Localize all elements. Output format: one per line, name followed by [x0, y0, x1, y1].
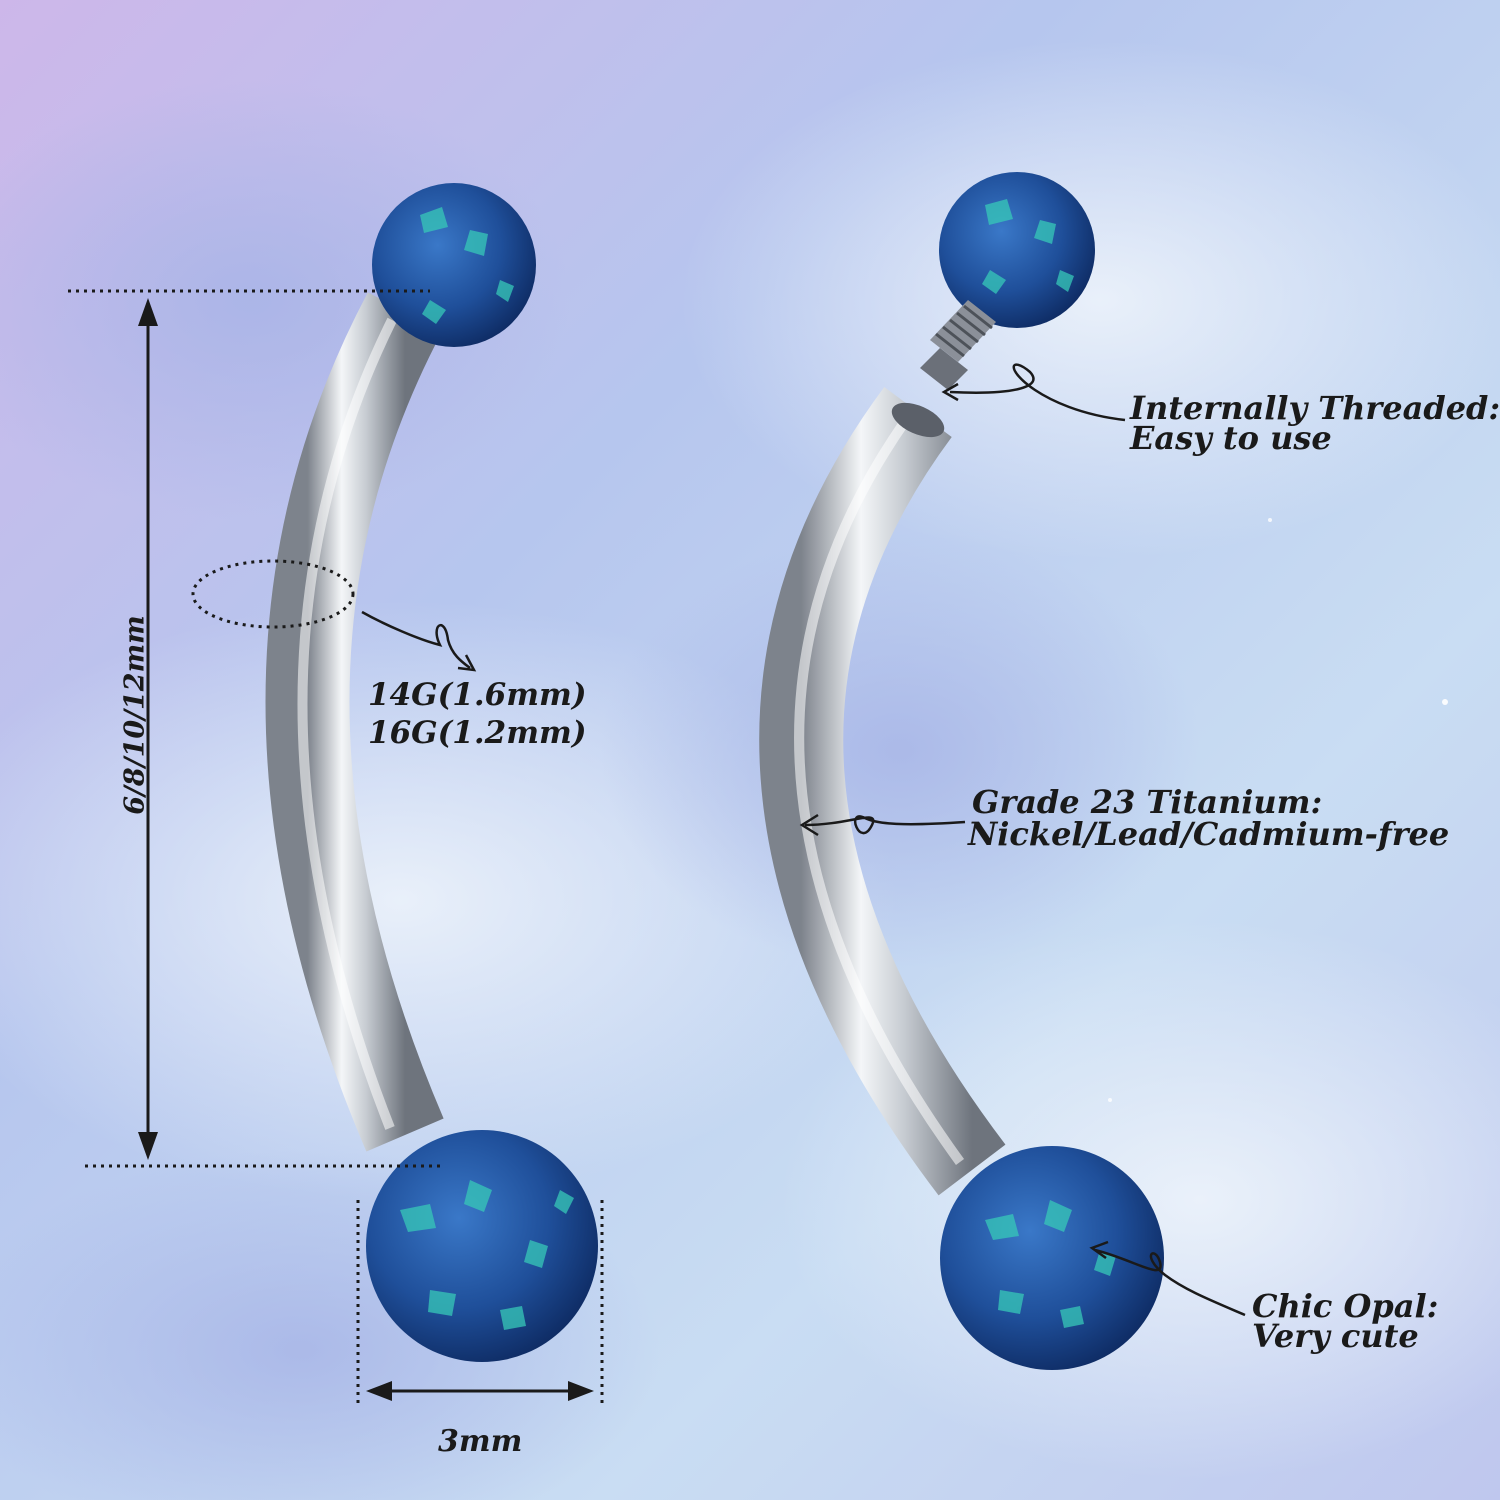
gauge-label-16g: 16G(1.2mm) — [368, 715, 587, 751]
thread-callout-title: Internally Threaded: — [1130, 389, 1500, 427]
thread-callout-sub: Easy to use — [1130, 419, 1332, 457]
callout-arrows — [361, 363, 1246, 1317]
left-barbell — [265, 183, 598, 1362]
opal-callout-title: Chic Opal: — [1252, 1287, 1439, 1325]
right-barbell — [759, 172, 1164, 1370]
opal-ball-bottom-right — [940, 1146, 1164, 1370]
thread-screw — [920, 300, 996, 390]
opal-ball-top-left — [372, 183, 536, 347]
length-label: 6/8/10/12mm — [119, 615, 151, 815]
material-callout-title: Grade 23 Titanium: — [972, 783, 1323, 821]
gauge-label-14g: 14G(1.6mm) — [368, 677, 587, 713]
ball-size-label: 3mm — [438, 1424, 523, 1459]
opal-ball-bottom-left — [366, 1130, 598, 1362]
opal-ball-top-right — [939, 172, 1095, 328]
dimension-lines — [68, 289, 604, 1405]
material-callout-sub: Nickel/Lead/Cadmium-free — [968, 815, 1450, 853]
opal-callout-sub: Very cute — [1252, 1317, 1419, 1355]
